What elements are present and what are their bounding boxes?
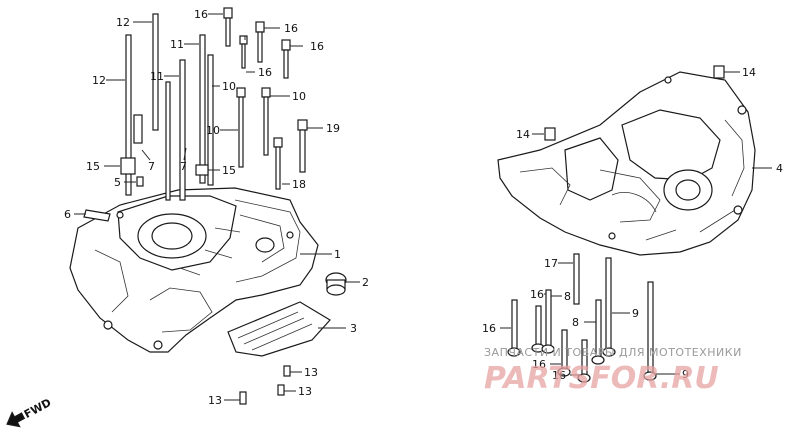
callout-8: 8 — [572, 316, 579, 329]
callout-5: 5 — [114, 176, 121, 189]
studs-and-bolts-top — [83, 7, 308, 222]
callout-17: 17 — [544, 257, 558, 270]
callout-10: 10 — [222, 80, 236, 93]
leader-lines — [74, 13, 772, 401]
drain-plug — [325, 272, 347, 296]
callout-9: 9 — [632, 307, 639, 320]
callout-18: 18 — [292, 178, 306, 191]
fwd-label: FWD — [22, 396, 54, 421]
callout-7: 7 — [180, 160, 187, 173]
callout-labels: 12 12 11 11 16 16 16 16 10 10 10 19 7 7 … — [64, 8, 783, 407]
callout-16: 16 — [258, 66, 272, 79]
callout-14: 14 — [742, 66, 756, 79]
callout-4: 4 — [776, 162, 783, 175]
callout-8: 8 — [564, 290, 571, 303]
callout-13: 13 — [298, 385, 312, 398]
callout-11: 11 — [170, 38, 184, 51]
callout-2: 2 — [362, 276, 369, 289]
callout-1: 1 — [334, 248, 341, 261]
callout-15: 15 — [222, 164, 236, 177]
callout-16: 16 — [310, 40, 324, 53]
forward-arrow: FWD — [6, 396, 54, 428]
callout-14: 14 — [516, 128, 530, 141]
callout-13: 13 — [208, 394, 222, 407]
callout-12: 12 — [116, 16, 130, 29]
right-crankcase-half — [497, 71, 756, 256]
callout-13: 13 — [304, 366, 318, 379]
callout-10: 10 — [206, 124, 220, 137]
left-crankcase-half — [69, 187, 319, 353]
callout-3: 3 — [350, 322, 357, 335]
callout-10: 10 — [292, 90, 306, 103]
callout-19: 19 — [326, 122, 340, 135]
callout-16: 16 — [532, 358, 546, 371]
callout-15: 15 — [86, 160, 100, 173]
callout-6: 6 — [64, 208, 71, 221]
callout-9: 9 — [682, 368, 689, 381]
callout-11: 11 — [150, 70, 164, 83]
watermark: ЗАПЧАСТИ И ТОВАРЫ ДЛЯ МОТОТЕХНИКИ PARTSF… — [484, 346, 742, 396]
studs-and-bolts-bottom — [507, 65, 725, 383]
callout-16: 16 — [530, 288, 544, 301]
small-bolts-13 — [239, 365, 291, 405]
callout-16: 16 — [284, 22, 298, 35]
callout-7: 7 — [148, 160, 155, 173]
watermark-logo: PARTSFOR.RU — [484, 361, 719, 396]
skid-plate — [227, 301, 331, 357]
callout-12: 12 — [92, 74, 106, 87]
callout-16: 16 — [194, 8, 208, 21]
callout-16: 16 — [482, 322, 496, 335]
callout-16: 16 — [552, 369, 566, 382]
watermark-tagline: ЗАПЧАСТИ И ТОВАРЫ ДЛЯ МОТОТЕХНИКИ — [484, 346, 742, 359]
